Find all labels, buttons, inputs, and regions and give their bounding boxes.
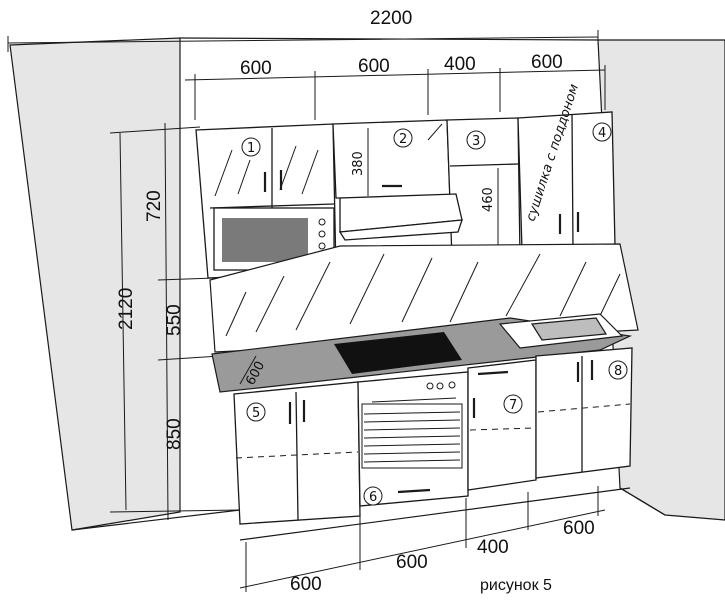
base-cabinets (233, 347, 633, 525)
range-hood (338, 193, 463, 241)
dim-bottom-2: 600 (396, 552, 428, 573)
module-markers (241, 122, 628, 506)
module-marker-1 (241, 137, 261, 157)
left-dimensions (109, 122, 241, 521)
top-modules-dimension (184, 65, 606, 120)
module-marker-4 (592, 122, 612, 142)
dim-bottom-3: 400 (477, 537, 509, 558)
module-marker-3 (466, 130, 486, 150)
door-handles-base (288, 360, 594, 424)
module-label-1: 1 (247, 141, 255, 156)
dim-upper-height: 720 (144, 190, 165, 222)
floor-line-right (619, 487, 666, 516)
oven-details (361, 381, 463, 494)
backsplash-hatching (225, 253, 621, 337)
top-total-dimension (7, 30, 599, 52)
glass-reflections (214, 145, 319, 197)
countertop-depth-line (239, 355, 257, 385)
plinth-line (239, 487, 631, 541)
dim-total-width: 2200 (370, 8, 412, 29)
cooktop (334, 332, 462, 374)
microwave-window (222, 218, 308, 262)
module-marker-2 (393, 128, 413, 148)
oven-unit (357, 371, 469, 507)
module-label-3: 3 (472, 134, 480, 149)
figure-caption: рисунок 5 (480, 577, 552, 594)
module-label-7: 7 (509, 398, 517, 413)
module-marker-6 (363, 486, 383, 506)
dim-bottom-4: 600 (563, 518, 595, 539)
module-label-6: 6 (369, 490, 377, 505)
bottom-modules-dimension (239, 486, 606, 592)
left-wall (9, 37, 181, 531)
base-cabinet-7 (467, 359, 537, 491)
dim-bottom-1: 600 (290, 574, 322, 595)
dim-shelf-height: 460 (481, 187, 496, 212)
module-label-5: 5 (252, 406, 260, 421)
dim-total-height: 2120 (116, 288, 137, 330)
base-cabinet-8 (535, 347, 633, 479)
dim-top-4: 600 (531, 52, 563, 73)
module-label-8: 8 (614, 364, 622, 379)
floor-line-left (71, 509, 241, 531)
shelf-dashes (235, 403, 631, 459)
dim-hood-gap: 380 (351, 151, 366, 176)
door-handles-upper (263, 170, 580, 234)
module-marker-8 (608, 360, 628, 380)
hood-gap-dimension (367, 123, 443, 196)
module-label-4: 4 (598, 126, 606, 141)
dim-top-1: 600 (240, 58, 272, 79)
dim-top-3: 400 (444, 54, 476, 75)
module-marker-7 (503, 394, 523, 414)
module-label-2: 2 (399, 132, 407, 147)
sink (498, 313, 624, 349)
dim-base-height: 850 (164, 418, 185, 450)
module-marker-5 (246, 402, 266, 422)
dim-backsplash-height: 550 (164, 304, 185, 336)
dim-top-2: 600 (358, 56, 390, 77)
